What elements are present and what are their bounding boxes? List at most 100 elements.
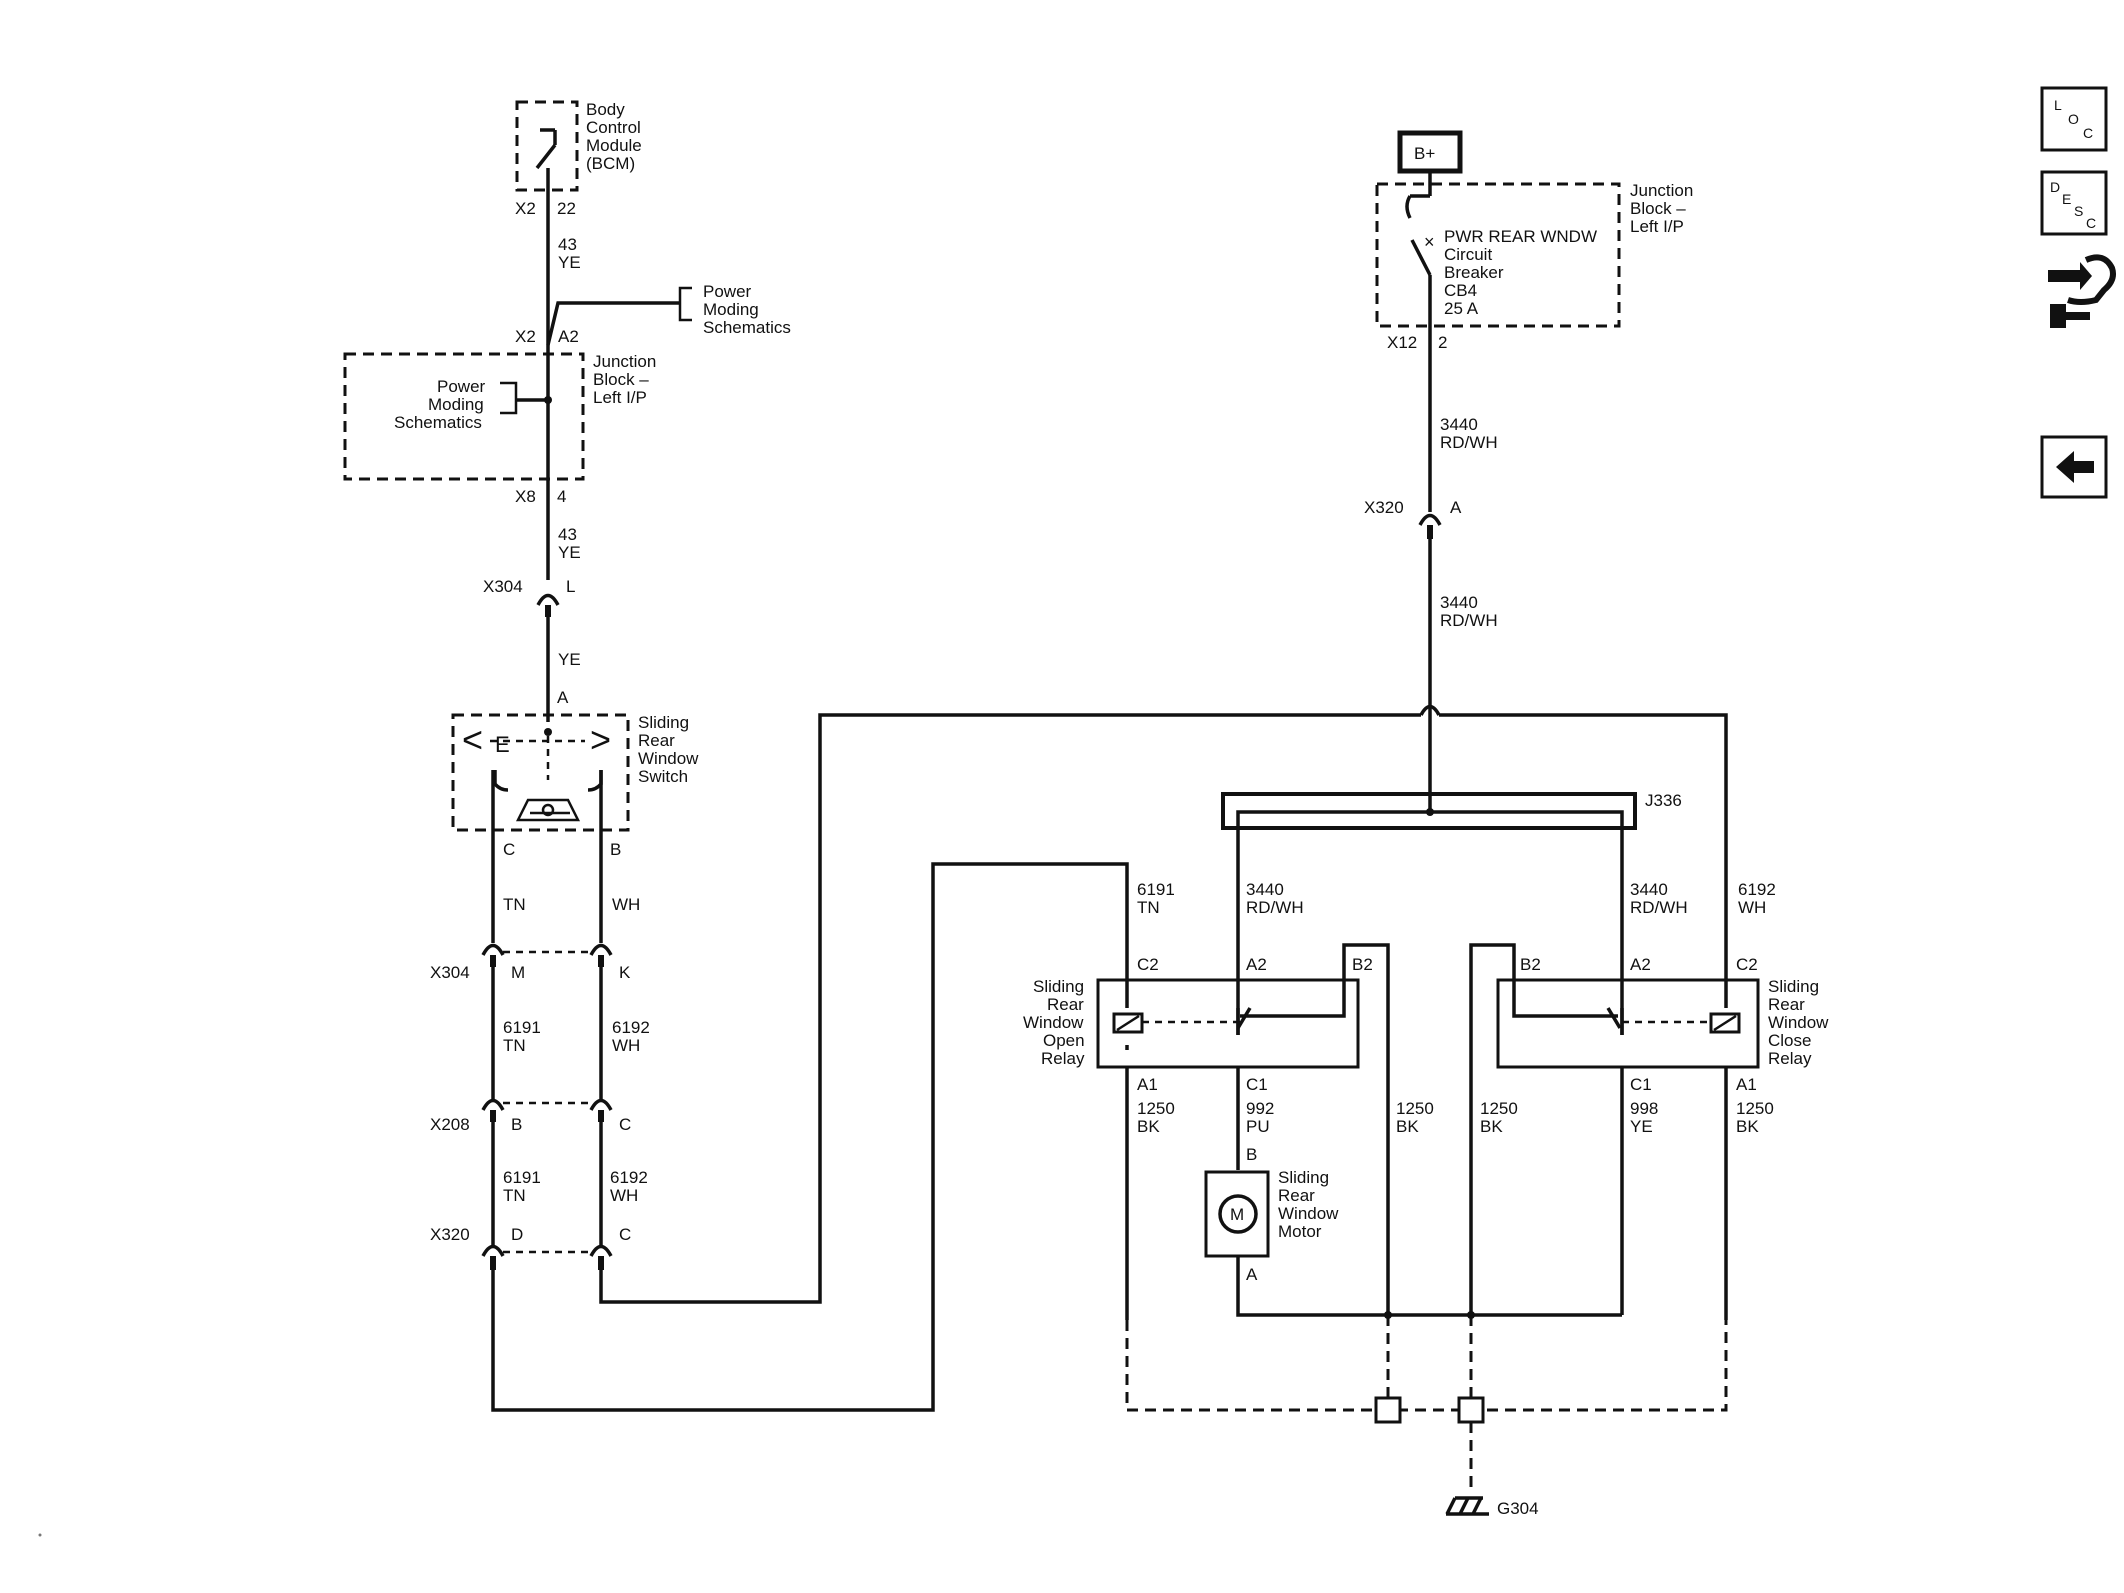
wire-x320-out-num: 3440: [1440, 593, 1478, 612]
sliding-rear-window-open-relay[interactable]: Sliding Rear Window Open Relay C2 A2 B2 …: [1023, 943, 1390, 1315]
wire-wh: WH: [612, 895, 640, 914]
bcm-name-4: (BCM): [586, 154, 635, 173]
open-relay-name-5: Relay: [1041, 1049, 1085, 1068]
wire-close-a1-num: 1250: [1736, 1099, 1774, 1118]
wire-wh-x208-num: 6192: [610, 1168, 648, 1187]
wire-open-a2-num: 3440: [1246, 880, 1284, 899]
wire-x320-out-color: RD/WH: [1440, 611, 1498, 630]
jb-left-name-1: Junction: [593, 352, 656, 371]
battery-positive: B+: [1397, 130, 1463, 174]
wire-tn-x304-num: 6191: [503, 1018, 541, 1037]
breaker-line-4: CB4: [1444, 281, 1477, 300]
wire-wh-x208-color: WH: [610, 1186, 638, 1205]
junction-block-left: X2 A2 Junction Block – Left I/P Power Mo…: [343, 327, 656, 506]
wire-close-a2-num: 3440: [1630, 880, 1668, 899]
sliding-rear-window-switch[interactable]: A < E > Sliding Rear Window Switch C B: [451, 688, 699, 859]
open-relay-c2: C2: [1137, 955, 1159, 974]
wire-close-c1-num: 998: [1630, 1099, 1658, 1118]
open-relay-name-1: Sliding: [1033, 977, 1084, 996]
bcm-name-3: Module: [586, 136, 642, 155]
svg-text:E: E: [2062, 191, 2071, 207]
loc-icon: L: [2054, 97, 2062, 113]
jb-left-conn-bot: X8: [515, 487, 536, 506]
switch-name-2: Rear: [638, 731, 675, 750]
wire-open-c2-num: 6191: [1137, 880, 1175, 899]
jb-right-name-2: Block –: [1630, 199, 1686, 218]
wire-open-a2-color: RD/WH: [1246, 898, 1304, 917]
wire-6191-tn-route: [491, 862, 1129, 1412]
wire-jb-out-color: YE: [558, 543, 581, 562]
connector-x208[interactable]: X208 B C: [430, 1098, 631, 1135]
bcm-module: Body Control Module (BCM) X2 22: [515, 100, 642, 218]
open-relay-a2: A2: [1246, 955, 1267, 974]
close-relay-name-2: Rear: [1768, 995, 1805, 1014]
wire-close-c2-color: WH: [1738, 898, 1766, 917]
connector-view-icon: [2048, 254, 2116, 328]
jb-left-pin-bot: 4: [557, 487, 566, 506]
connector-x304-l[interactable]: X304 L: [483, 577, 575, 617]
loc-button[interactable]: L O C: [2040, 86, 2108, 152]
open-relay-name-2: Rear: [1047, 995, 1084, 1014]
pm-top-2: Moding: [703, 300, 759, 319]
jb-left-name-2: Block –: [593, 370, 649, 389]
wire-wh-x304-num: 6192: [612, 1018, 650, 1037]
motor-pin-a: A: [1246, 1265, 1258, 1284]
wire-close-b2-num: 1250: [1480, 1099, 1518, 1118]
connector-x304-mk[interactable]: X304 M K: [430, 943, 631, 983]
pm-top-1: Power: [703, 282, 752, 301]
junction-block-right: × PWR REAR WNDW Circuit Breaker CB4 25 A…: [1375, 181, 1693, 352]
desc-button[interactable]: D E S C: [2040, 170, 2108, 236]
jb-left-pin-top: A2: [558, 327, 579, 346]
x304-name: X304: [430, 963, 470, 982]
breaker-line-3: Breaker: [1444, 263, 1504, 282]
close-relay-a2: A2: [1630, 955, 1651, 974]
switch-pin-b: B: [610, 840, 621, 859]
jb-right-conn: X12: [1387, 333, 1417, 352]
svg-text:<: <: [462, 719, 483, 760]
wire-open-b2-num: 1250: [1396, 1099, 1434, 1118]
pm-left-2: Moding: [428, 395, 484, 414]
wire-close-c1-color: YE: [1630, 1117, 1653, 1136]
switch-name-3: Window: [638, 749, 699, 768]
connector-x320-a[interactable]: X320 A: [1364, 498, 1462, 539]
x304-pin-left: M: [511, 963, 525, 982]
close-relay-name-4: Close: [1768, 1031, 1811, 1050]
close-relay-b2: B2: [1520, 955, 1541, 974]
ground-label: G304: [1497, 1499, 1539, 1518]
wire-bcm-out-num: 43: [558, 235, 577, 254]
x208-pin-left: B: [511, 1115, 522, 1134]
battery-label: B+: [1414, 144, 1435, 163]
x320-pin-left: D: [511, 1225, 523, 1244]
sliding-rear-window-motor[interactable]: B M Sliding Rear Window Motor A: [1204, 1145, 1339, 1284]
x304-top-name: X304: [483, 577, 523, 596]
x320-right-name: X320: [1364, 498, 1404, 517]
power-moding-ref-top[interactable]: Power Moding Schematics: [546, 282, 791, 346]
connector-x320-dc[interactable]: X320 D C: [430, 1225, 631, 1270]
wire-jb-out-num: 43: [558, 525, 577, 544]
breaker-line-1: PWR REAR WNDW: [1444, 227, 1597, 246]
motor-name-4: Motor: [1278, 1222, 1322, 1241]
wire-bcm-out-color: YE: [558, 253, 581, 272]
sliding-rear-window-close-relay[interactable]: Sliding Rear Window Close Relay B2 A2 C2…: [1469, 943, 1829, 1315]
wire-tn: TN: [503, 895, 526, 914]
close-relay-name-5: Relay: [1768, 1049, 1812, 1068]
x320-pin-right: C: [619, 1225, 631, 1244]
svg-text:×: ×: [1424, 232, 1435, 252]
bcm-pin: 22: [557, 199, 576, 218]
close-relay-c2: C2: [1736, 955, 1758, 974]
jb-left-name-3: Left I/P: [593, 388, 647, 407]
wire-close-a2-color: RD/WH: [1630, 898, 1688, 917]
splice-j336: J336: [1221, 791, 1682, 830]
pm-left-1: Power: [437, 377, 486, 396]
wire-6192-wh-route: [599, 713, 1421, 1304]
switch-name-1: Sliding: [638, 713, 689, 732]
open-relay-b2: B2: [1352, 955, 1373, 974]
back-button[interactable]: [2040, 435, 2108, 499]
svg-text:>: >: [590, 719, 611, 760]
pm-top-3: Schematics: [703, 318, 791, 337]
wire-open-a1-num: 1250: [1137, 1099, 1175, 1118]
wire-close-c2-num: 6192: [1738, 880, 1776, 899]
motor-name-3: Window: [1278, 1204, 1339, 1223]
connector-view-button[interactable]: [2048, 254, 2116, 328]
wire-tn-x208-num: 6191: [503, 1168, 541, 1187]
